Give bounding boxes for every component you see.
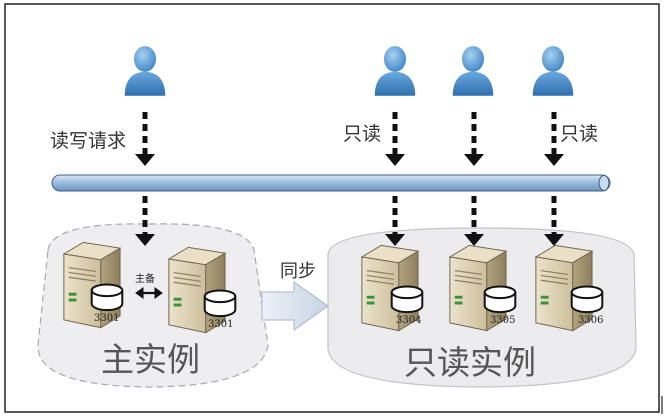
read-only-label-left: 只读 <box>343 123 382 145</box>
server-port-label: 3301 <box>94 313 120 324</box>
database-disk-icon <box>570 285 604 314</box>
double-arrow-icon <box>135 287 163 299</box>
database-disk-icon <box>203 289 237 318</box>
readonly-instances-label: 只读实例 <box>404 343 536 382</box>
arrow-heads-top <box>135 154 564 166</box>
master-standby-label: 主备 <box>135 274 155 285</box>
server-port-label: 3301 <box>208 319 234 330</box>
arrow-heads-bottom <box>135 234 564 246</box>
sync-arrow-icon <box>261 281 329 331</box>
server-port-label: 3306 <box>578 315 604 326</box>
network-bus <box>51 174 611 192</box>
route-arrows <box>142 196 557 234</box>
database-disk-icon <box>90 283 124 312</box>
server-port-label: 3305 <box>490 315 516 326</box>
read-write-request-label: 读写请求 <box>50 130 127 152</box>
read-only-label-right: 只读 <box>560 123 599 145</box>
primary-instance-label: 主实例 <box>101 340 200 379</box>
database-disk-icon <box>483 285 517 314</box>
request-arrows <box>142 112 557 154</box>
sync-label: 同步 <box>280 261 316 282</box>
database-disk-icon <box>390 285 424 314</box>
server-port-label: 3304 <box>396 315 422 326</box>
